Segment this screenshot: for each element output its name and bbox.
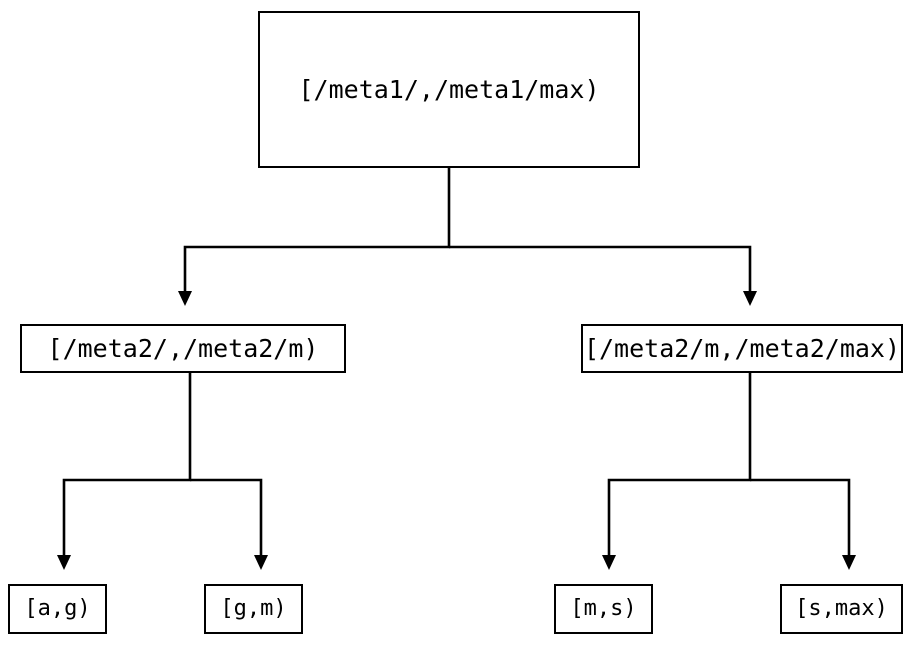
node-root[interactable]: [/meta1/,/meta1/max) xyxy=(258,11,640,168)
arrowhead-icon xyxy=(178,291,192,306)
node-leaf-s-max-label: [s,max) xyxy=(795,596,888,621)
arrowhead-icon xyxy=(842,555,856,570)
arrowhead-icon xyxy=(743,291,757,306)
node-leaf-s-max[interactable]: [s,max) xyxy=(780,584,903,634)
node-leaf-g-m[interactable]: [g,m) xyxy=(204,584,303,634)
edge-midright-to-leaf3 xyxy=(602,373,752,570)
node-mid-left-label: [/meta2/,/meta2/m) xyxy=(47,334,319,363)
arrowhead-icon xyxy=(254,555,268,570)
edge-root-to-mid-left xyxy=(178,168,451,306)
edge-midleft-to-leaf1 xyxy=(57,373,192,570)
node-root-label: [/meta1/,/meta1/max) xyxy=(298,75,600,104)
node-leaf-m-s[interactable]: [m,s) xyxy=(554,584,653,634)
node-mid-left[interactable]: [/meta2/,/meta2/m) xyxy=(20,324,346,373)
node-leaf-m-s-label: [m,s) xyxy=(570,596,637,621)
node-leaf-a-g-label: [a,g) xyxy=(24,596,91,621)
arrowhead-icon xyxy=(602,555,616,570)
node-leaf-g-m-label: [g,m) xyxy=(220,596,287,621)
node-leaf-a-g[interactable]: [a,g) xyxy=(8,584,107,634)
edge-midright-to-leaf4 xyxy=(750,478,856,570)
edge-midleft-to-leaf2 xyxy=(190,478,268,570)
node-mid-right-label: [/meta2/m,/meta2/max) xyxy=(583,334,901,363)
arrowhead-icon xyxy=(57,555,71,570)
edge-root-to-mid-right xyxy=(449,245,757,306)
node-mid-right[interactable]: [/meta2/m,/meta2/max) xyxy=(581,324,903,373)
